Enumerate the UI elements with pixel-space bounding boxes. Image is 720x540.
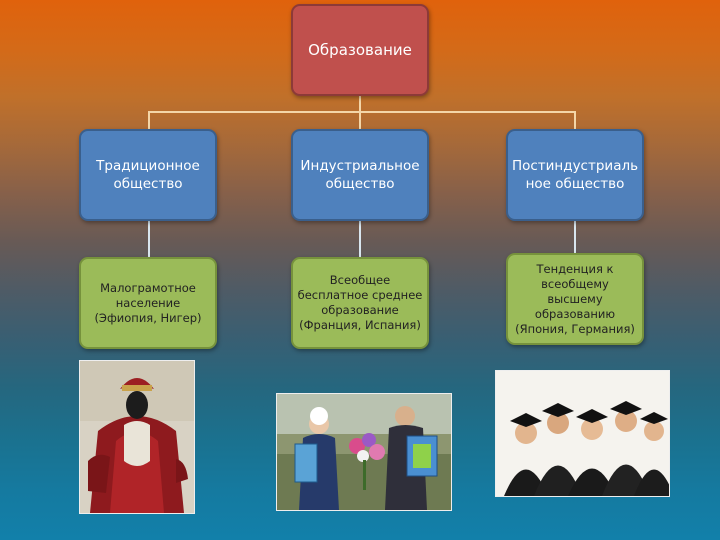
connector-center-drop	[359, 111, 361, 130]
node-postindustrial-society: Постиндустриаль ное общество	[506, 129, 644, 221]
connector-top-vertical	[359, 95, 361, 111]
person-in-red-robe-photo	[79, 360, 195, 514]
connector-left-lower	[148, 220, 150, 258]
connector-left-drop	[148, 111, 150, 130]
node-free-secondary-education: Всеобщее бесплатное среднее образование …	[291, 257, 429, 349]
connector-right-lower	[574, 220, 576, 254]
connector-center-lower	[359, 220, 361, 258]
node-illiterate-population: Малограмотное население (Эфиопия, Нигер)	[79, 257, 217, 349]
connector-horizontal	[148, 111, 576, 113]
node-traditional-society: Традиционное общество	[79, 129, 217, 221]
node-higher-education-trend: Тенденция к всеобщему высшему образовани…	[506, 253, 644, 345]
node-industrial-society: Индустриальное общество	[291, 129, 429, 221]
graduates-in-caps-photo	[495, 370, 670, 497]
root-node-education: Образование	[291, 4, 429, 96]
connector-right-drop	[574, 111, 576, 130]
schoolchildren-with-flowers-photo	[276, 393, 452, 511]
